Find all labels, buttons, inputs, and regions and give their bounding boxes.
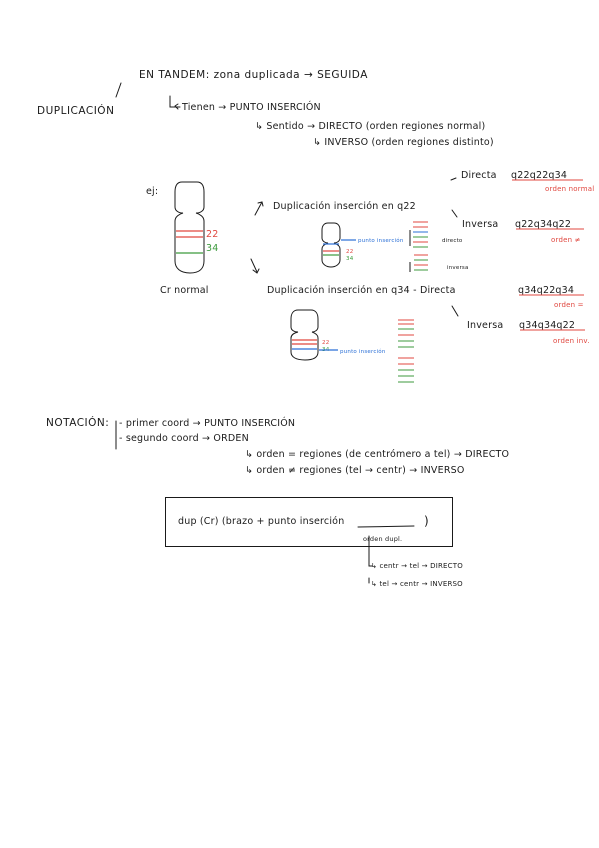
- band-label-22: 22: [206, 229, 219, 240]
- tienen-hook: [169, 95, 181, 108]
- orden-dupl-label: orden dupl.: [363, 535, 403, 543]
- inversa-small-label: inversa: [447, 265, 469, 271]
- mini-22b: 22: [322, 340, 330, 346]
- inversa-q34-label: Inversa: [467, 320, 504, 331]
- formula-blank: [357, 525, 415, 528]
- tel-centr-line: ↳ tel → centr → INVERSO: [371, 580, 463, 588]
- inverso-line: ↳ INVERSO (orden regiones distinto): [313, 137, 494, 148]
- tienen-line: Tienen → PUNTO INSERCIÓN: [182, 102, 321, 113]
- dup-q34-label: Duplicación inserción en q34 - Directa: [267, 285, 456, 296]
- punto-insercion-q22: punto inserción: [358, 238, 404, 244]
- directa-q22-label: Directa: [461, 170, 497, 181]
- q34-directa-seq: q34q22q34: [518, 285, 575, 296]
- mini-22a: 22: [346, 249, 354, 255]
- formula-box: [165, 497, 453, 547]
- orden-normal-note: orden normal: [545, 185, 595, 193]
- formula-close: ): [424, 514, 429, 528]
- sentido-line: ↳ Sentido → DIRECTO (orden regiones norm…: [255, 121, 486, 132]
- notacion-title: NOTACIÓN:: [46, 417, 110, 429]
- centr-tel-line: ↳ centr → tel → DIRECTO: [371, 562, 463, 570]
- mini-34a: 34: [346, 256, 354, 262]
- inversa-q22-seq: q22q34q22: [515, 219, 572, 230]
- orden-dupl-connector: [368, 535, 373, 567]
- dup-q22-chromosome: [321, 222, 341, 268]
- normal-chromosome: [174, 181, 205, 274]
- directo-small-label: directo: [442, 238, 463, 244]
- tandem-line: EN TANDEM: zona duplicada → SEGUIDA: [139, 69, 368, 81]
- band-label-34: 34: [206, 243, 219, 254]
- tandem-branch-stroke: [115, 82, 122, 98]
- orden-diff-note: orden ≠: [551, 236, 581, 244]
- inversa-q22-label: Inversa: [462, 219, 499, 230]
- directa-q22-seq: q22q22q34: [511, 170, 568, 181]
- inversa-q34-seq: q34q34q22: [519, 320, 576, 331]
- tienen-hook-arrow: [174, 103, 179, 110]
- duplicacion-heading: DUPLICACIÓN: [37, 105, 115, 117]
- arrow-up-stroke: [254, 201, 263, 216]
- primer-coord-line: - primer coord → PUNTO INSERCIÓN: [119, 418, 296, 429]
- arrow-down-stroke: [250, 258, 258, 273]
- dup-q22-label: Duplicación inserción en q22: [273, 201, 416, 212]
- orden-eq-line: ↳ orden = regiones (de centrómero a tel)…: [245, 449, 510, 460]
- punto-insercion-q34: punto inserción: [340, 349, 386, 355]
- orden-inv-note: orden inv.: [553, 337, 590, 345]
- orden-eq-note: orden =: [554, 301, 584, 309]
- cr-normal-label: Cr normal: [160, 285, 209, 296]
- formula-text: dup (Cr) (brazo + punto inserción: [178, 516, 345, 527]
- segundo-coord-line: - segundo coord → ORDEN: [119, 433, 249, 444]
- orden-neq-line: ↳ orden ≠ regiones (tel → centr) → INVER…: [245, 465, 465, 476]
- ej-label: ej:: [146, 186, 159, 197]
- dup-q34-chromosome: [290, 309, 319, 361]
